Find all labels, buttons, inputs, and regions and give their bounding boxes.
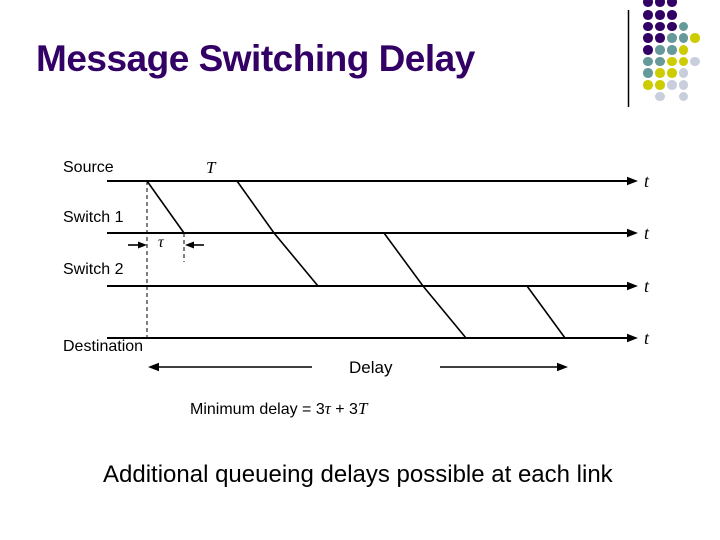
arrowhead-icon	[627, 281, 638, 291]
propagation-delay-label: τ	[158, 234, 164, 251]
dot	[655, 91, 665, 102]
dot	[655, 10, 665, 20]
dot	[690, 33, 700, 43]
dot	[678, 45, 689, 55]
arrowhead-icon	[627, 228, 638, 238]
dot	[643, 56, 653, 67]
dot	[678, 21, 689, 32]
dot	[643, 68, 653, 78]
dot	[667, 80, 677, 90]
dot	[678, 80, 689, 90]
dot	[655, 21, 665, 32]
dot	[643, 21, 653, 32]
hop1-trailing-hop2-leading-diagonal	[236, 180, 319, 287]
dot	[678, 91, 689, 102]
axis-label-t-source: t	[644, 171, 650, 191]
arrowhead-icon	[138, 241, 147, 249]
hop3-trailing-edge-diagonal	[526, 285, 566, 339]
switch1-timeline	[107, 228, 638, 238]
hop1-leading-edge-diagonal	[146, 180, 185, 234]
dot	[690, 56, 700, 67]
slide-title: Message Switching Delay	[36, 38, 475, 79]
arrowhead-icon	[148, 362, 159, 372]
dot	[678, 33, 689, 43]
transmission-time-label: T	[206, 158, 216, 177]
dot	[655, 33, 665, 43]
dot	[655, 56, 665, 67]
delay-dimension-arrows	[148, 362, 568, 372]
axis-label-t-destination: t	[644, 328, 650, 348]
arrowhead-icon	[627, 176, 638, 186]
dot	[678, 56, 689, 67]
dot	[667, 56, 677, 67]
queueing-note: Additional queueing delays possible at e…	[103, 461, 613, 488]
switch2-timeline	[107, 281, 638, 291]
tau-dimension-arrows	[128, 241, 204, 249]
dot	[667, 68, 677, 78]
destination-timeline	[107, 333, 638, 343]
timeline-label-source: Source	[63, 159, 114, 176]
arrowhead-icon	[557, 362, 568, 372]
formula-tau: τ	[324, 399, 331, 418]
arrowhead-icon	[627, 333, 638, 343]
dot	[667, 45, 677, 55]
dot	[655, 80, 665, 90]
delay-span-label: Delay	[349, 358, 393, 377]
dot	[655, 0, 665, 7]
source-timeline	[107, 176, 638, 186]
timeline-label-switch1: Switch 1	[63, 209, 124, 226]
formula-plus: + 3	[330, 401, 358, 418]
minimum-delay-formula: Minimum delay = 3τ + 3T	[190, 400, 367, 418]
dot	[678, 68, 689, 78]
dot	[643, 10, 653, 20]
hop2-trailing-hop3-leading-diagonal	[383, 232, 467, 339]
formula-prefix: Minimum delay = 3	[190, 401, 325, 418]
dot	[643, 0, 653, 7]
dot	[667, 10, 677, 20]
axis-label-t-switch2: t	[644, 276, 650, 296]
axis-label-t-switch1: t	[644, 223, 650, 243]
dot	[655, 68, 665, 78]
dot	[643, 80, 653, 90]
dot	[655, 45, 665, 55]
dot	[667, 33, 677, 43]
formula-T: T	[357, 399, 368, 418]
dot	[643, 33, 653, 43]
timeline-label-destination: Destination	[63, 338, 144, 355]
dot	[667, 21, 677, 32]
dot	[643, 45, 653, 55]
timeline-label-switch2: Switch 2	[63, 261, 124, 278]
arrowhead-icon	[185, 241, 194, 249]
dot	[667, 0, 677, 7]
